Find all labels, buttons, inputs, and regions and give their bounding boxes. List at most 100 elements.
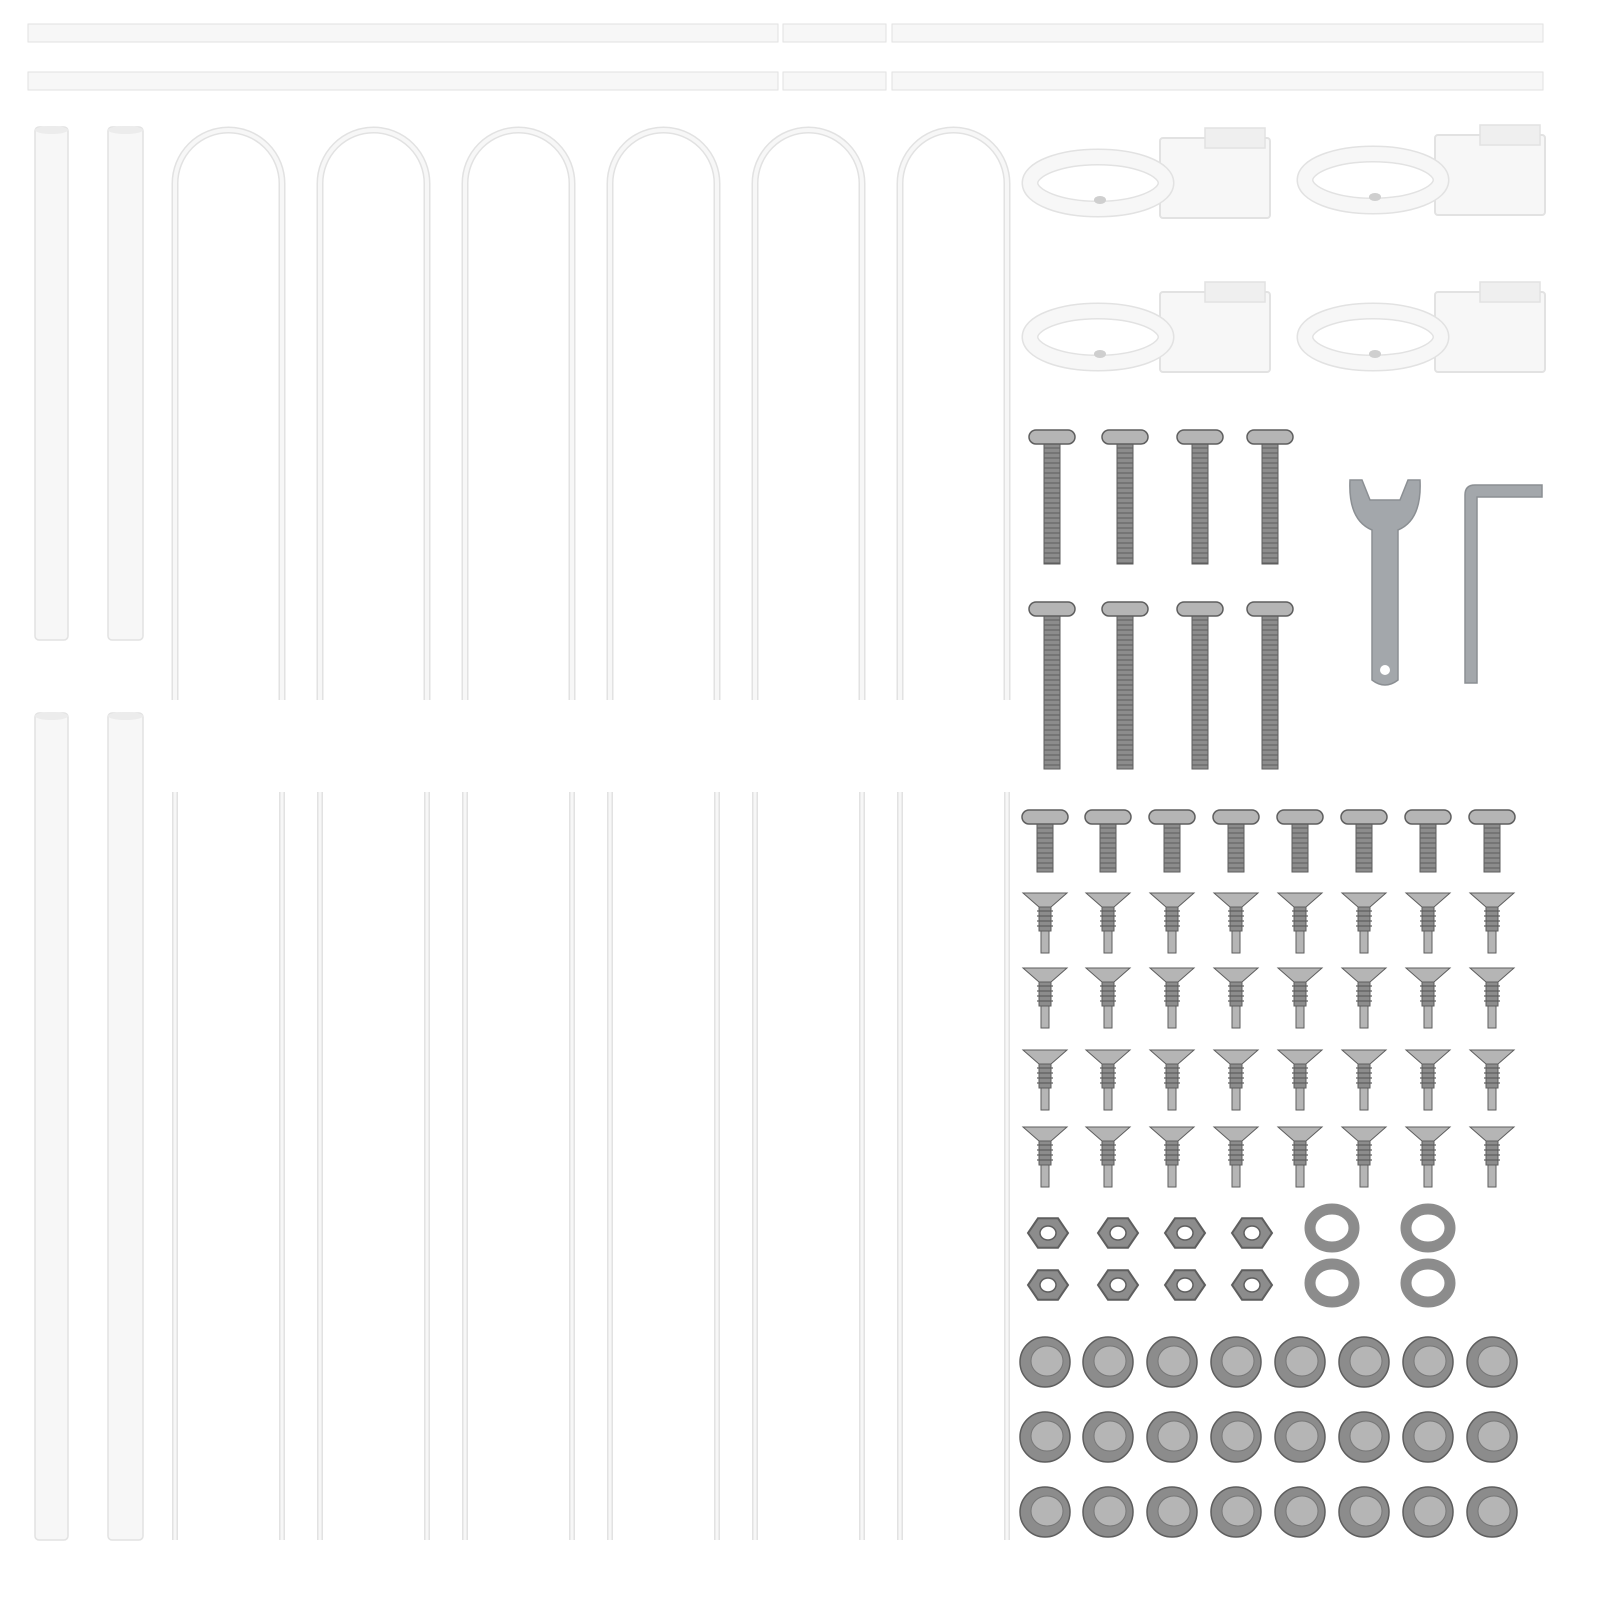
- bolt-shank: [1227, 821, 1245, 873]
- cap-center: [1477, 1495, 1511, 1527]
- screw-head: [1340, 892, 1388, 908]
- bracket: [1296, 281, 1546, 373]
- nut: [1163, 1217, 1207, 1249]
- bolt-head: [1340, 809, 1388, 825]
- screw-head: [1468, 892, 1516, 908]
- bracket-clamp: [1159, 291, 1271, 373]
- screw-drill-tip: [1103, 1164, 1113, 1188]
- post: [34, 712, 69, 1541]
- post-end: [108, 126, 143, 134]
- cap: [1146, 1486, 1198, 1538]
- rail-segment: [891, 71, 1544, 91]
- screw: [1404, 1126, 1452, 1188]
- screw-head: [1212, 1049, 1260, 1065]
- washer: [1400, 1258, 1456, 1308]
- post: [34, 126, 69, 641]
- screw-head: [1276, 892, 1324, 908]
- post-body: [34, 126, 69, 641]
- bolt-head: [1148, 809, 1196, 825]
- screw-drill-tip: [1487, 930, 1497, 954]
- screw-head: [1340, 1049, 1388, 1065]
- cap: [1082, 1486, 1134, 1538]
- washer-ring: [1400, 1258, 1456, 1308]
- bolt-head: [1176, 601, 1224, 617]
- nut: [1096, 1269, 1140, 1301]
- cap-center: [1157, 1420, 1191, 1452]
- short-bolt: [1468, 809, 1516, 873]
- screw-head: [1276, 1049, 1324, 1065]
- screw: [1276, 892, 1324, 954]
- bolt-head: [1084, 809, 1132, 825]
- cap: [1082, 1411, 1134, 1463]
- rail-segment: [782, 23, 887, 43]
- cap-center: [1413, 1495, 1447, 1527]
- bolt-head: [1101, 601, 1149, 617]
- bolt-shank: [1355, 821, 1373, 873]
- screw-drill-tip: [1167, 930, 1177, 954]
- long-bolt: [1028, 429, 1076, 565]
- screw-head: [1340, 967, 1388, 983]
- post-body: [107, 712, 144, 1541]
- cap: [1402, 1486, 1454, 1538]
- long-bolt: [1101, 601, 1149, 770]
- screw-drill-tip: [1423, 1164, 1433, 1188]
- cap-center: [1157, 1345, 1191, 1377]
- short-bolt: [1212, 809, 1260, 873]
- post-body: [34, 712, 69, 1541]
- nut-hole: [1243, 1225, 1261, 1241]
- bolt-shank: [1419, 821, 1437, 873]
- screw-drill-tip: [1295, 1087, 1305, 1111]
- screw: [1084, 1049, 1132, 1111]
- screw: [1021, 1049, 1069, 1111]
- hoop-outline: [461, 126, 576, 700]
- bracket-clamp: [1434, 134, 1546, 216]
- screw-head: [1148, 1126, 1196, 1142]
- bracket-top: [1479, 281, 1541, 303]
- washer: [1304, 1258, 1360, 1308]
- screw-drill-tip: [1103, 1087, 1113, 1111]
- bracket-ring: [1298, 147, 1448, 213]
- cap: [1210, 1411, 1262, 1463]
- nut: [1096, 1217, 1140, 1249]
- screw-head: [1276, 1126, 1324, 1142]
- cap-center: [1221, 1345, 1255, 1377]
- cap: [1338, 1486, 1390, 1538]
- cap: [1402, 1336, 1454, 1388]
- rail-segment: [27, 71, 779, 91]
- post-end: [35, 712, 68, 720]
- screw: [1212, 967, 1260, 1029]
- screw: [1276, 1049, 1324, 1111]
- hoop-arch: [463, 128, 574, 700]
- screw-drill-tip: [1295, 1164, 1305, 1188]
- bolt-shank: [1036, 821, 1054, 873]
- hoop-arch: [898, 128, 1009, 700]
- long-bolt: [1246, 429, 1294, 565]
- bolt-shank: [1191, 613, 1209, 770]
- screw-drill-tip: [1231, 1087, 1241, 1111]
- hoop-outline: [896, 126, 1011, 700]
- nut: [1230, 1269, 1274, 1301]
- bracket-hole: [1369, 193, 1381, 201]
- screw: [1340, 967, 1388, 1029]
- cap: [1466, 1411, 1518, 1463]
- cap-center: [1030, 1495, 1064, 1527]
- nut: [1026, 1217, 1070, 1249]
- wrench-hole: [1380, 665, 1390, 675]
- bolt-head: [1101, 429, 1149, 445]
- cap: [1338, 1336, 1390, 1388]
- cap-center: [1030, 1345, 1064, 1377]
- bolt-shank: [1483, 821, 1501, 873]
- long-bolt: [1028, 601, 1076, 770]
- screw: [1404, 892, 1452, 954]
- bracket-top: [1479, 124, 1541, 146]
- bolt-shank: [1291, 821, 1309, 873]
- screw-head: [1084, 967, 1132, 983]
- screw-head: [1084, 892, 1132, 908]
- hoop-outline: [606, 126, 721, 700]
- screw-drill-tip: [1167, 1164, 1177, 1188]
- cap-center: [1477, 1345, 1511, 1377]
- cap-center: [1221, 1495, 1255, 1527]
- bolt-shank: [1163, 821, 1181, 873]
- screw-head: [1148, 967, 1196, 983]
- screw-drill-tip: [1167, 1005, 1177, 1029]
